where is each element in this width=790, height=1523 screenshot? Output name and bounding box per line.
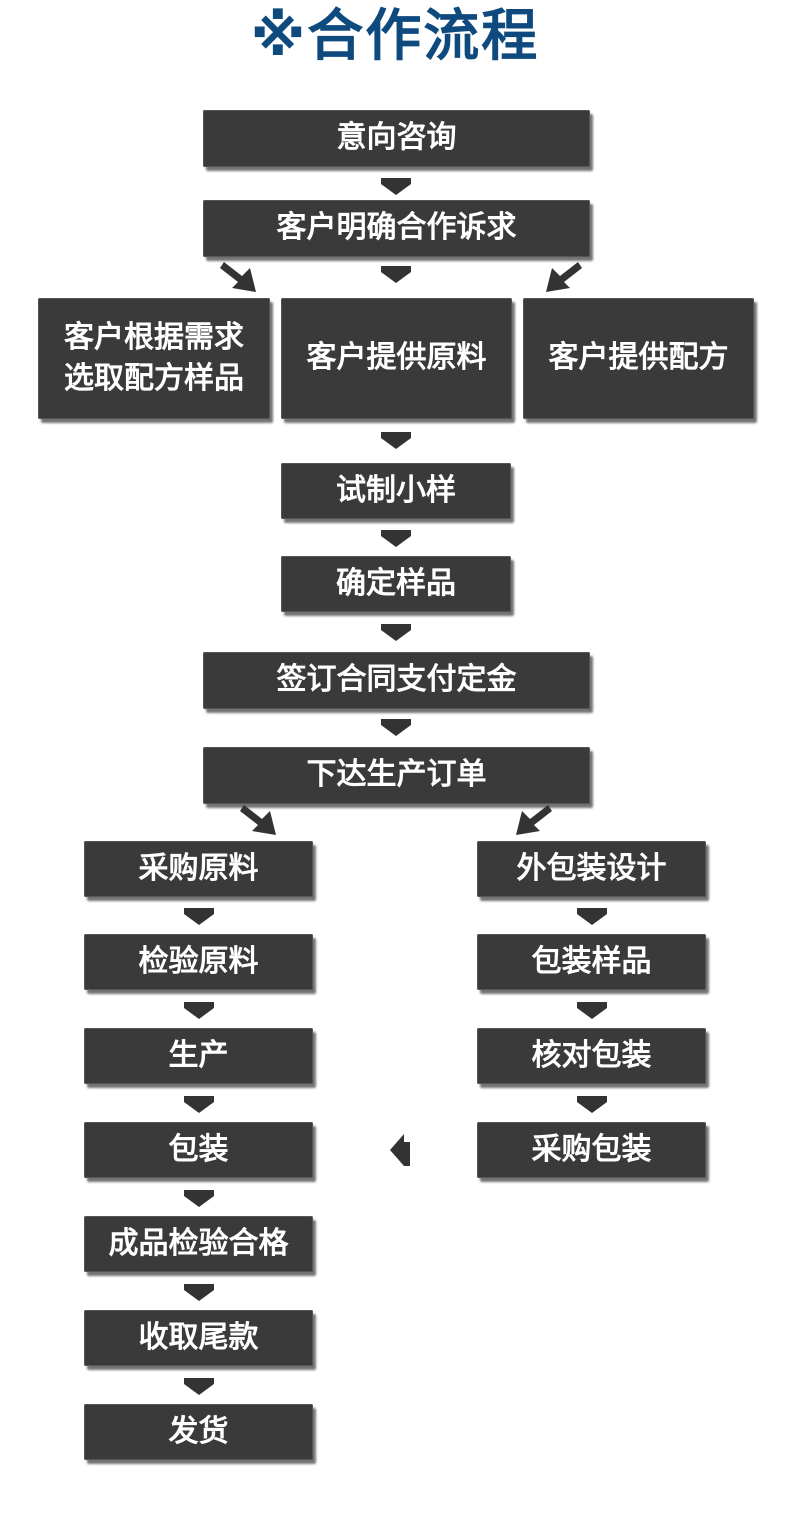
step-choose-formula-sample: 客户根据需求 选取配方样品 (38, 298, 270, 419)
arrow-diagonal-right-icon (542, 262, 582, 300)
step-clarify-requirements: 客户明确合作诉求 (203, 200, 590, 257)
step-ship: 发货 (84, 1404, 313, 1460)
arrow-down-icon (184, 908, 214, 926)
arrow-down-icon (381, 530, 411, 548)
arrow-down-icon (381, 624, 411, 642)
arrow-down-icon (381, 178, 411, 196)
step-package-sample: 包装样品 (477, 934, 706, 990)
step-intent-consult: 意向咨询 (203, 110, 590, 167)
step-purchase-package: 采购包装 (477, 1122, 706, 1178)
step-verify-package: 核对包装 (477, 1028, 706, 1084)
step-purchase-material: 采购原料 (84, 841, 313, 897)
arrow-down-icon (381, 719, 411, 737)
step-customer-supplies-material: 客户提供原料 (281, 298, 512, 419)
step-place-production-order: 下达生产订单 (203, 747, 590, 804)
arrow-down-icon (184, 1284, 214, 1302)
step-outer-package-design: 外包装设计 (477, 841, 706, 897)
arrow-down-icon (184, 1378, 214, 1396)
step-confirm-sample: 确定样品 (281, 556, 511, 612)
arrow-down-icon (184, 1190, 214, 1208)
step-sign-contract-deposit: 签订合同支付定金 (203, 652, 590, 709)
arrow-down-icon (577, 1096, 607, 1114)
arrow-diagonal-left-icon (220, 262, 260, 300)
step-inspect-material: 检验原料 (84, 934, 313, 990)
page-title: ※合作流程 (250, 4, 540, 69)
arrow-down-icon (577, 1002, 607, 1020)
step-product-passed-inspection: 成品检验合格 (84, 1216, 313, 1272)
step-collect-balance: 收取尾款 (84, 1310, 313, 1366)
arrow-diagonal-right-icon (512, 805, 552, 843)
step-customer-supplies-formula: 客户提供配方 (523, 298, 754, 419)
arrow-diagonal-left-icon (240, 805, 280, 843)
arrow-left-icon (390, 1132, 410, 1172)
arrow-down-icon (381, 432, 411, 450)
arrow-down-icon (381, 266, 411, 284)
arrow-down-icon (184, 1002, 214, 1020)
step-production: 生产 (84, 1028, 313, 1084)
arrow-down-icon (577, 908, 607, 926)
step-packaging: 包装 (84, 1122, 313, 1178)
arrow-down-icon (184, 1096, 214, 1114)
step-trial-sample: 试制小样 (281, 463, 511, 519)
